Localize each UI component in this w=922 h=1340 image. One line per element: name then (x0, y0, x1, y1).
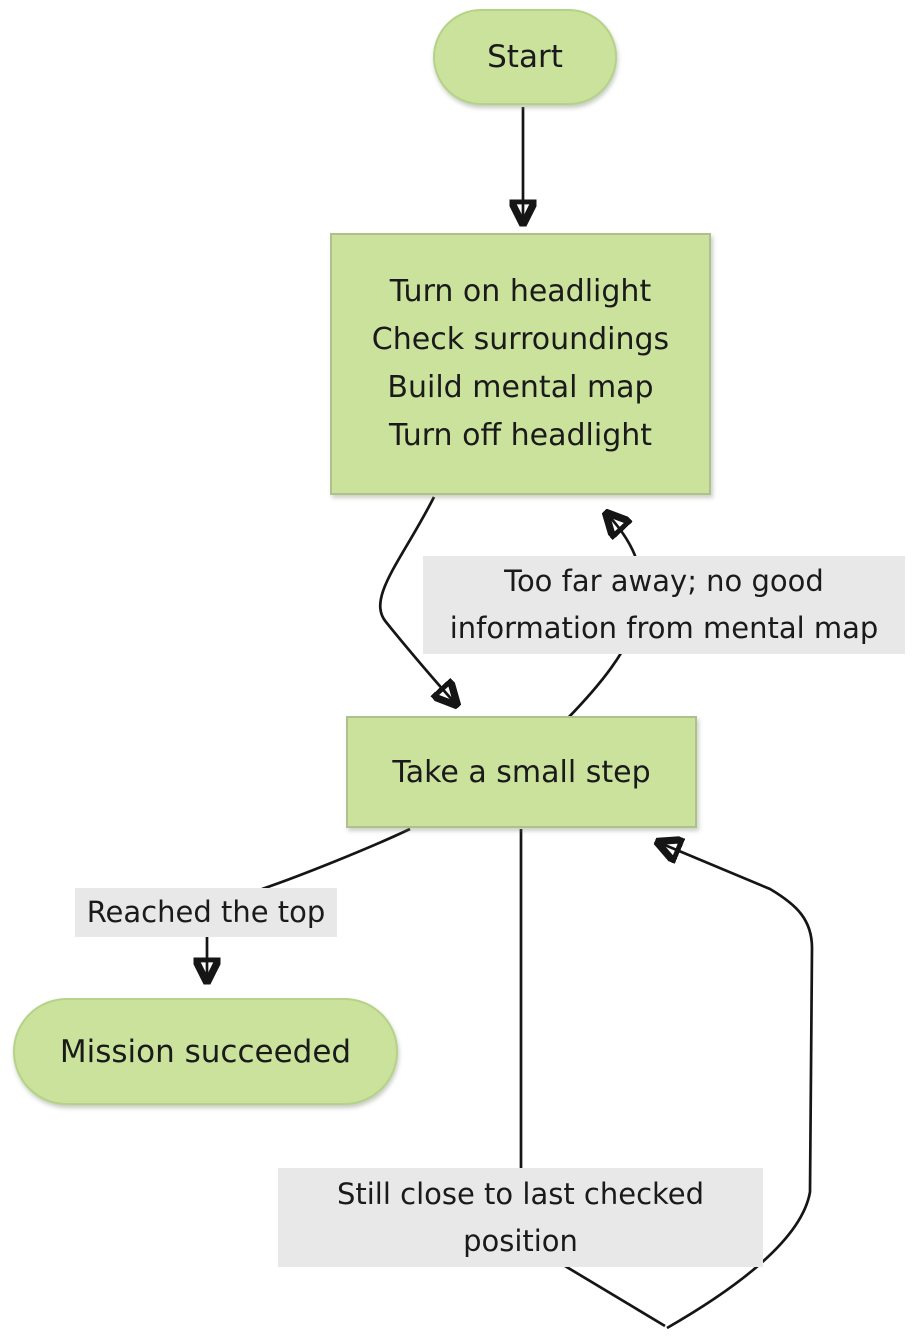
edge-label-reached-the-top-text: Reached the top (86, 895, 326, 929)
node-scan-line-4: Turn off headlight (388, 418, 653, 453)
edge-label-still-close: Still close to last checked position (278, 1168, 763, 1267)
node-take-small-step-label: Take a small step (392, 754, 651, 790)
node-scan-line-1: Turn on headlight (389, 274, 652, 309)
node-start-label: Start (487, 39, 563, 75)
node-take-small-step: Take a small step (346, 716, 697, 828)
node-mission-succeeded-label: Mission succeeded (59, 1033, 352, 1070)
edge-scan-to-step (379, 496, 455, 703)
node-start: Start (433, 9, 617, 105)
node-scan-surroundings: Turn on headlight Check surroundings Bui… (330, 233, 711, 495)
edge-label-too-far-line-2: information from mental map (449, 611, 879, 645)
edge-label-too-far-line-1: Too far away; no good (504, 564, 824, 598)
edge-loop-back-to-step (660, 843, 814, 1330)
edge-label-still-close-line-1: Still close to last checked (336, 1176, 705, 1211)
node-mission-succeeded: Mission succeeded (13, 998, 398, 1105)
edge-label-too-far-away: Too far away; no good information from m… (423, 556, 905, 654)
edge-label-still-close-line-2: position (463, 1223, 578, 1258)
edge-step-to-reached-top (261, 827, 411, 891)
edge-label-reached-the-top: Reached the top (75, 888, 337, 937)
node-scan-line-2: Check surroundings (371, 322, 670, 357)
node-scan-line-3: Build mental map (387, 370, 654, 405)
